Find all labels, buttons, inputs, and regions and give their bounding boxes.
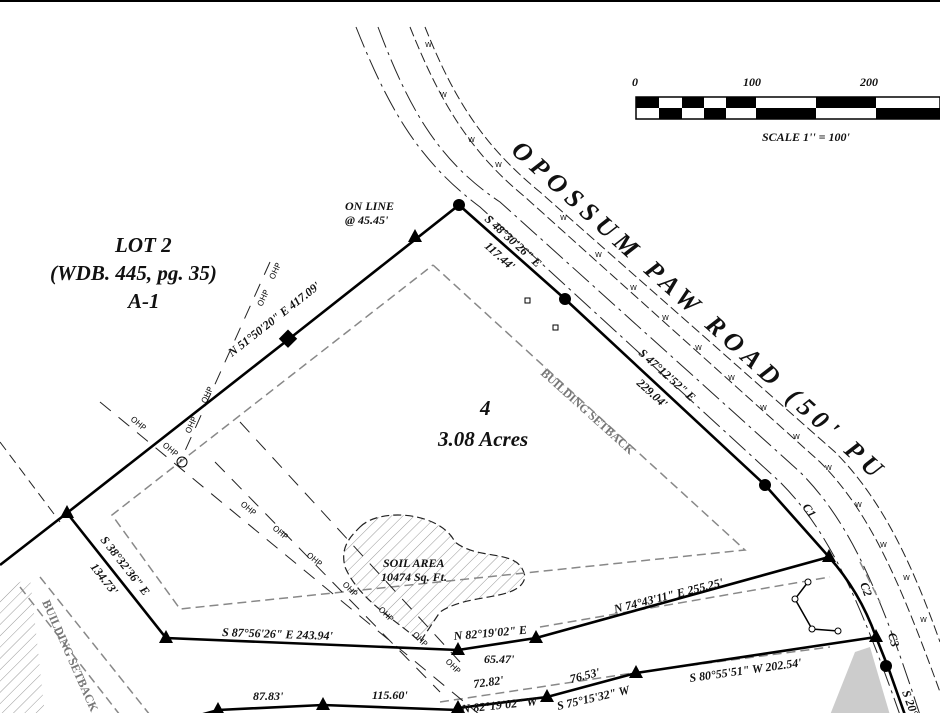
- ohp-lines: [99, 261, 479, 713]
- curve-c2: C2: [857, 580, 875, 598]
- ohp-label: OHP: [411, 630, 430, 649]
- call-bottom-1: 87.83': [253, 689, 284, 703]
- triangle-marker-icon: [408, 229, 422, 242]
- water-line-label: W: [695, 344, 702, 352]
- iron-pin-marker: [453, 199, 465, 211]
- call-south-2-dist: 65.47': [484, 652, 515, 666]
- water-line-label: W: [595, 251, 602, 259]
- hatched-area-west: [0, 577, 45, 713]
- triangle-marker-icon: [451, 642, 465, 655]
- monument-marker: [278, 329, 298, 348]
- ohp-label: OHP: [129, 415, 148, 433]
- triangle-marker-icon: [540, 689, 554, 702]
- call-south-1: S 87°56'26" E 243.94': [222, 625, 334, 643]
- triangle-marker-icon: [159, 630, 173, 643]
- scale-label: SCALE 1'' = 100': [762, 130, 851, 144]
- water-line-labels: W W W W W W W W W W W W W W W W W: [425, 41, 927, 624]
- call-south-3: N 74°43'11" E 255.25': [611, 575, 725, 616]
- water-line-label: W: [903, 574, 910, 582]
- easement-line: [0, 441, 61, 523]
- curve-c3: C3: [885, 631, 902, 648]
- call-lower-3-dist: 72.82': [472, 673, 505, 691]
- building-setback-line-south: [539, 561, 881, 628]
- water-line-label: W: [825, 464, 832, 472]
- water-line-label: W: [855, 501, 862, 509]
- triangle-marker-icon: [212, 702, 224, 713]
- triangle-marker-icon: [629, 665, 643, 678]
- water-line-label: W: [880, 541, 887, 549]
- scale-tick-200: 200: [859, 75, 878, 89]
- setback-label: BUILDING SETBACK: [538, 366, 638, 458]
- iron-pin-marker: [759, 479, 771, 491]
- scale-tick-0: 0: [632, 75, 638, 89]
- water-line-label: W: [760, 404, 767, 412]
- water-line-label: W: [630, 284, 637, 292]
- water-line-label: W: [662, 314, 669, 322]
- triangle-marker-icon: [869, 629, 883, 642]
- water-line-label: W: [440, 91, 447, 99]
- ohp-label: OHP: [305, 551, 324, 569]
- water-line-label: W: [495, 161, 502, 169]
- lot2-title: LOT 2: [114, 233, 172, 257]
- scale-bar: 0 100 200 SCALE 1'' = 100': [632, 75, 940, 144]
- utility-pole-marker: [176, 456, 188, 468]
- ohp-label: OHP: [268, 261, 283, 280]
- call-south-2-bearing: N 82°19'02" E: [452, 623, 527, 643]
- road-name: OPOSSUM PAW ROAD (50' PU: [506, 135, 893, 487]
- scale-cell: [704, 108, 726, 119]
- ohp-label: OHP: [271, 524, 290, 542]
- triangle-marker-icon: [60, 505, 74, 518]
- scale-cell: [726, 97, 756, 108]
- scale-cell: [682, 97, 704, 108]
- soil-area-size: 10474 Sq. Ft.: [381, 570, 447, 584]
- scale-cell: [876, 108, 940, 119]
- well-symbol: [794, 581, 839, 632]
- small-marker: [524, 297, 531, 304]
- call-lower-2-bearing: S 75°15'32" W: [556, 682, 632, 713]
- water-line-label: W: [560, 214, 567, 222]
- ohp-label: OHP: [444, 657, 463, 676]
- triangle-marker-icon: [822, 549, 836, 562]
- call-nw-line: N 51°50'20" E 417.09': [224, 278, 323, 360]
- scale-cell: [756, 108, 816, 119]
- water-line-label: W: [425, 41, 432, 49]
- water-line-label: W: [468, 136, 475, 144]
- iron-pin-marker: [559, 293, 571, 305]
- ohp-label: OHP: [256, 288, 271, 307]
- water-line-label: W: [793, 433, 800, 441]
- building-setback-line: [110, 264, 747, 610]
- iron-pin-marker: [880, 660, 892, 672]
- shaded-area: [830, 647, 890, 713]
- soil-area-shape: [343, 514, 526, 643]
- curve-c1: C1: [800, 501, 820, 521]
- scale-cell: [816, 97, 876, 108]
- lot-area: 3.08 Acres: [437, 427, 528, 451]
- call-bottom-2: 115.60': [372, 688, 408, 702]
- triangle-marker-icon: [451, 700, 465, 713]
- scale-cell: [659, 108, 682, 119]
- lot2-zone: A-1: [126, 289, 160, 313]
- triangle-marker-icon: [529, 630, 543, 643]
- on-line-label: ON LINE: [345, 199, 394, 213]
- building-setback-line-west: [19, 576, 150, 713]
- scale-tick-100: 100: [743, 75, 761, 89]
- ohp-label: OHP: [161, 441, 180, 459]
- lot-number: 4: [479, 396, 491, 420]
- small-marker: [552, 324, 559, 331]
- soil-area-label: SOIL AREA: [383, 556, 444, 570]
- scale-cell: [636, 97, 659, 108]
- call-lower-1: S 80°55'51" W 202.54': [688, 655, 803, 685]
- survey-markers: [60, 199, 892, 713]
- on-line-distance: @ 45.45': [345, 213, 389, 227]
- water-line-label: W: [920, 616, 927, 624]
- lot2-deed: (WDB. 445, pg. 35): [50, 261, 217, 285]
- road-right-of-way: [355, 26, 940, 713]
- water-line-label: W: [728, 374, 735, 382]
- call-sw-dist: 134.73': [88, 560, 122, 598]
- triangle-marker-icon: [316, 697, 330, 710]
